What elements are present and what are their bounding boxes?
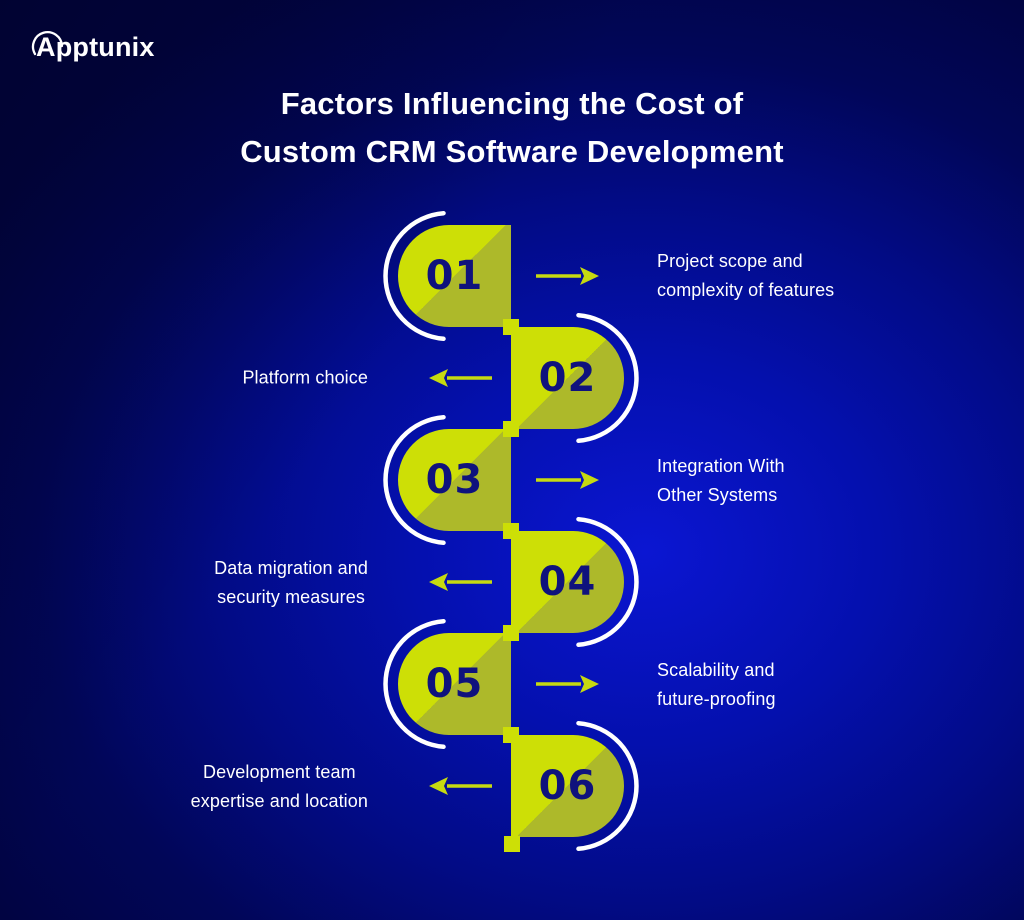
step-number-02: 02 <box>538 355 597 401</box>
arrow-right-icon-05 <box>536 675 599 693</box>
step-label-04-line2: security measures <box>217 587 365 607</box>
step-number-01: 01 <box>425 253 484 299</box>
step-pill-05: 05 <box>398 633 511 735</box>
step-label-04: Data migration and security measures <box>214 554 368 612</box>
step-number-04: 04 <box>538 559 597 605</box>
title-line-2: Custom CRM Software Development <box>240 134 784 169</box>
step-label-05: Scalability and future-proofing <box>657 656 776 714</box>
step-label-06-line2: expertise and location <box>190 791 368 811</box>
arc-step-01 <box>383 210 446 342</box>
arrow-left-icon-04 <box>429 573 492 591</box>
connector-square-end <box>504 836 520 852</box>
step-label-02: Platform choice <box>242 364 368 393</box>
arrow-left-icon-02 <box>429 369 492 387</box>
step-label-03-line1: Integration With <box>657 456 785 476</box>
step-label-05-line1: Scalability and <box>657 660 775 680</box>
arrow-right-icon-03 <box>536 471 599 489</box>
page-title: Factors Influencing the Cost of Custom C… <box>0 80 1024 176</box>
step-pill-03: 03 <box>398 429 511 531</box>
title-line-1: Factors Influencing the Cost of <box>280 86 744 121</box>
step-label-02-line1: Platform choice <box>242 367 368 388</box>
step-pill-04: 04 <box>511 531 624 633</box>
arrow-left-icon-06 <box>429 777 492 795</box>
step-pill-02: 02 <box>511 327 624 429</box>
step-number-06: 06 <box>538 763 597 809</box>
step-label-03: Integration With Other Systems <box>657 452 785 510</box>
arrow-right-icon-01 <box>536 267 599 285</box>
logo: Apptunix <box>31 28 155 66</box>
connector-square-2 <box>503 421 519 437</box>
step-label-01-line1: Project scope and <box>657 251 803 271</box>
connector-square-4 <box>503 625 519 641</box>
step-label-01: Project scope and complexity of features <box>657 247 834 305</box>
arc-step-03 <box>383 414 446 546</box>
arc-step-04 <box>576 516 639 648</box>
step-pill-06: 06 <box>511 735 624 837</box>
step-label-06: Development team expertise and location <box>191 758 368 816</box>
arc-step-05 <box>383 618 446 750</box>
connector-square-5 <box>503 727 519 743</box>
step-number-05: 05 <box>425 661 484 707</box>
step-label-03-line2: Other Systems <box>657 485 778 505</box>
step-label-06-line1: Development team <box>202 762 356 782</box>
step-label-04-line1: Data migration and <box>214 558 368 578</box>
step-label-01-line2: complexity of features <box>657 280 835 300</box>
connector-square-1 <box>503 319 519 335</box>
arc-step-06 <box>576 720 639 852</box>
arc-step-02 <box>576 312 639 444</box>
step-number-03: 03 <box>425 457 484 503</box>
step-pill-01: 01 <box>398 225 511 327</box>
connector-square-3 <box>503 523 519 539</box>
step-label-05-line2: future-proofing <box>657 689 776 709</box>
